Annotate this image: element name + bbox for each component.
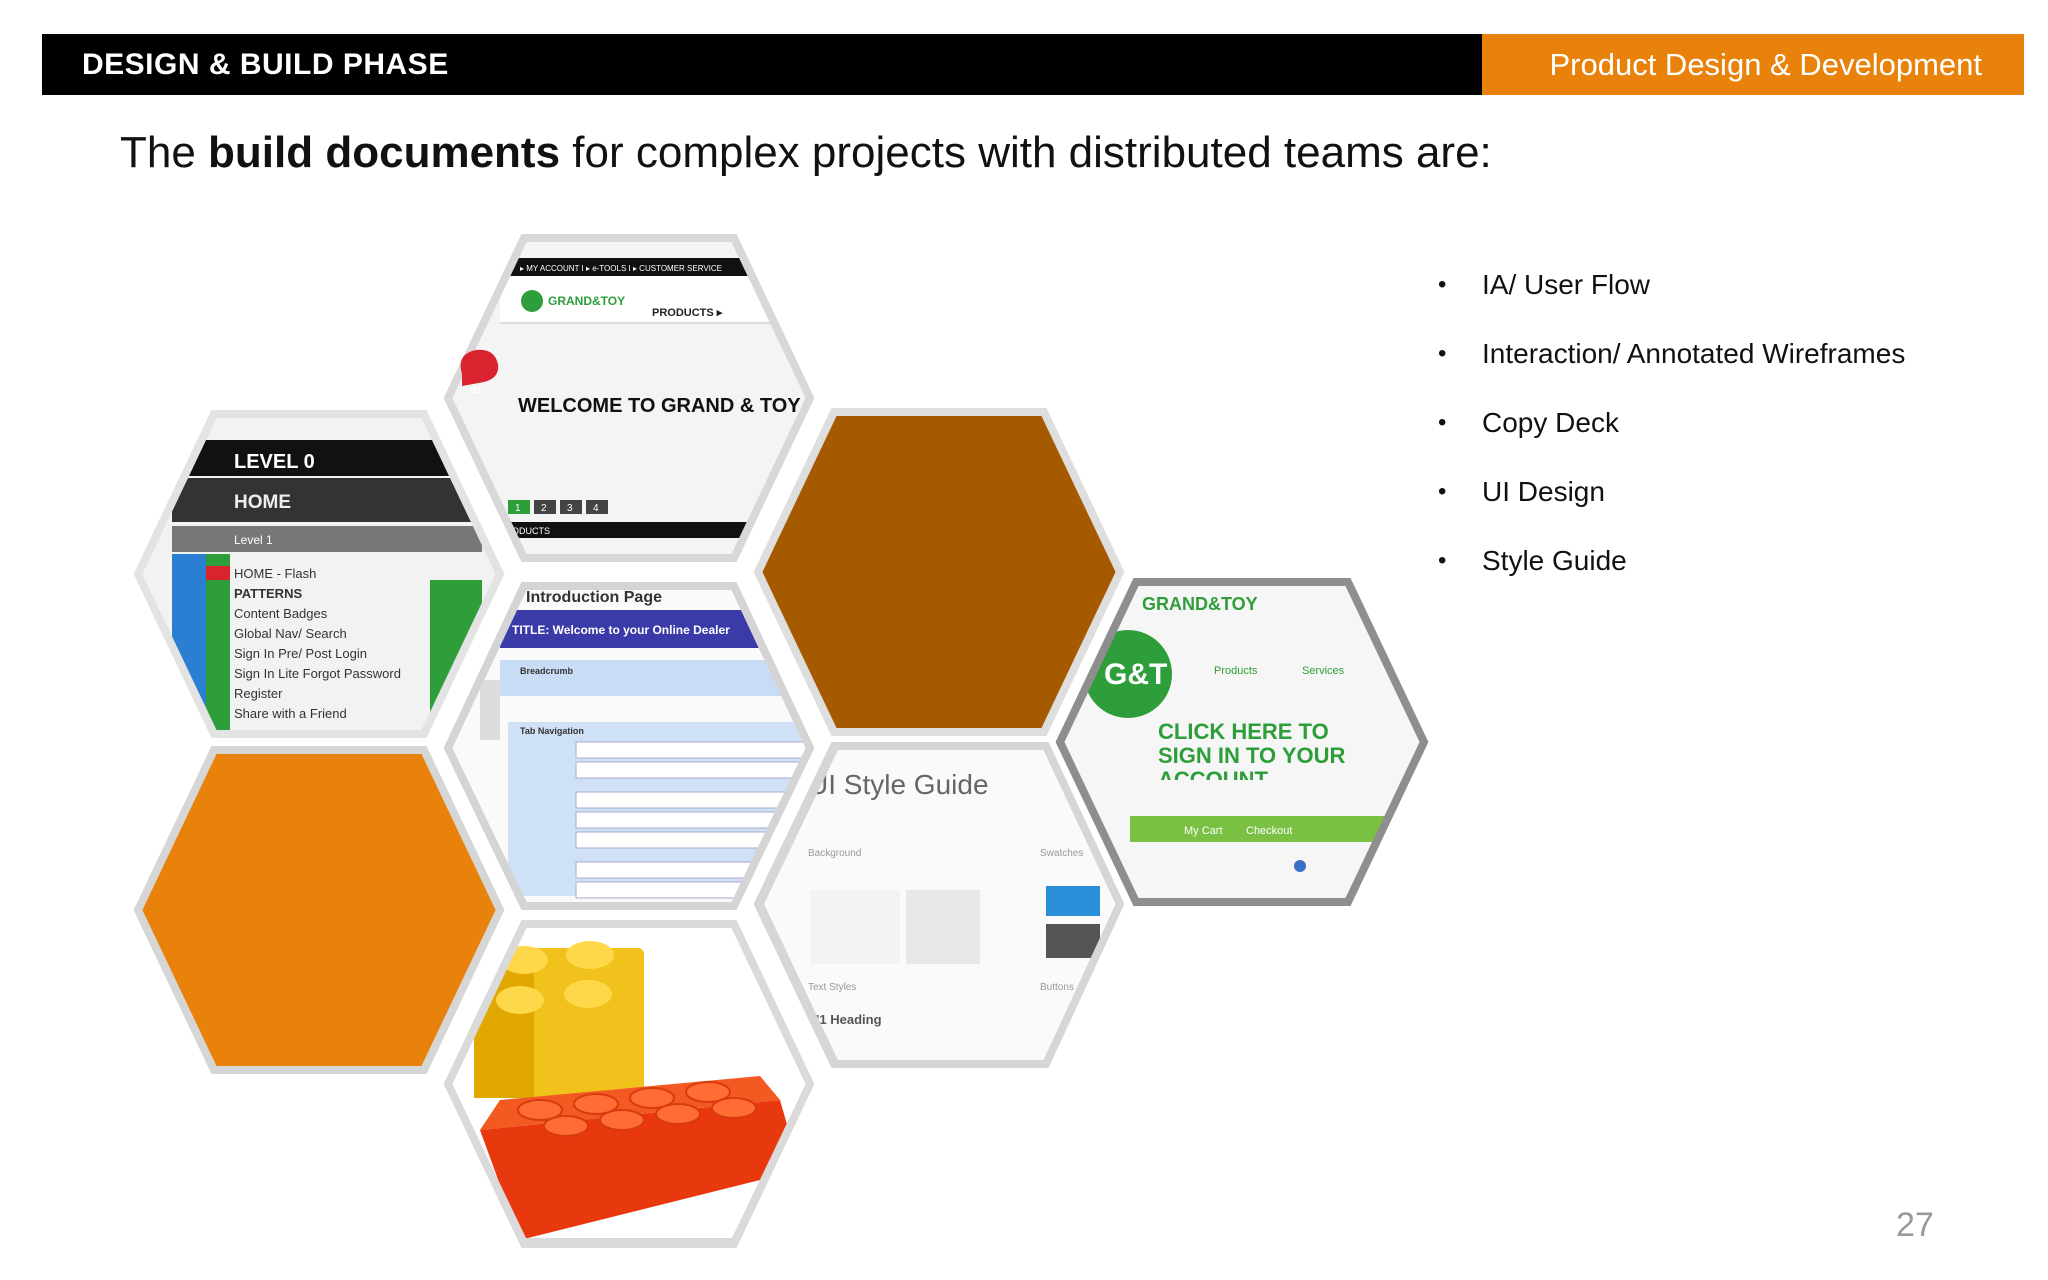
hex-ui-design: GRAND&TOY G&T Products Services CLICK HE… — [1055, 578, 1429, 906]
hex-lego-bricks — [443, 920, 815, 1248]
style-guide-background: Background — [808, 848, 861, 859]
deliverables-list: IA/ User Flow Interaction/ Annotated Wir… — [1438, 258, 1905, 603]
welcome-page-2: 2 — [541, 503, 547, 514]
style-guide-buttons: Buttons — [1040, 982, 1074, 993]
list-item: UI Design — [1438, 465, 1905, 534]
welcome-heading: WELCOME TO GRAND & TOY — [518, 395, 801, 417]
hex-grand-toy-welcome: ▸ MY ACCOUNT I ▸ e-TOOLS I ▸ CUSTOMER SE… — [443, 234, 815, 562]
ui-logo: GRAND&TOY — [1142, 594, 1258, 614]
annotation-marker-icon — [460, 349, 499, 386]
header-bar: DESIGN & BUILD PHASE — [42, 34, 1482, 95]
section-label-bar: Product Design & Development — [1482, 34, 2024, 95]
welcome-page-4: 4 — [593, 503, 599, 514]
ia-row-4: Sign In Pre/ Post Login — [234, 646, 367, 661]
wireframe-section-2: Tab Navigation — [520, 726, 584, 736]
ia-level: LEVEL 0 — [234, 451, 315, 473]
welcome-logo: GRAND&TOY — [548, 294, 625, 308]
hex-ia-user-flow: LEVEL 0 HOME Level 1 HOME - Flash PATTER… — [133, 410, 505, 738]
ia-row-7: Share with a Friend — [234, 706, 347, 721]
ui-emblem: G&T — [1104, 658, 1167, 691]
phase-label: DESIGN & BUILD PHASE — [82, 48, 449, 81]
ui-cart: My Cart — [1184, 825, 1223, 837]
ia-home: HOME — [234, 492, 291, 513]
ui-search-icon — [1294, 860, 1306, 872]
hex-annotated-wireframe: Introduction Page TITLE: Welcome to your… — [443, 582, 815, 910]
ia-row-1: PATTERNS — [234, 586, 302, 601]
headline-bold: build documents — [208, 128, 561, 177]
hex-style-guide: UI Style Guide Background Swatches Text … — [753, 742, 1125, 1068]
ia-row-5: Sign In Lite Forgot Password — [234, 666, 401, 681]
headline-prefix: The — [120, 128, 209, 177]
style-guide-heading: H1 Heading — [810, 1012, 882, 1027]
ui-checkout: Checkout — [1246, 825, 1292, 837]
ia-row-6: Register — [234, 686, 283, 701]
section-label: Product Design & Development — [1549, 47, 1982, 82]
headline-suffix: for complex projects with distributed te… — [560, 128, 1492, 177]
wireframe-title: Introduction Page — [526, 589, 662, 606]
welcome-top-nav: ▸ MY ACCOUNT I ▸ e-TOOLS I ▸ CUSTOMER SE… — [520, 264, 722, 273]
grand-toy-logo-icon — [521, 290, 543, 312]
ia-row-2: Content Badges — [234, 606, 328, 621]
list-item: IA/ User Flow — [1438, 258, 1905, 327]
wireframe-section-1: Breadcrumb — [520, 666, 574, 676]
ui-cta: CLICK HERE TO SIGN IN TO YOUR ACCOUNT — [1158, 720, 1346, 780]
list-item: Style Guide — [1438, 534, 1905, 603]
ui-tab-products: Products — [1214, 665, 1258, 677]
page-number: 27 — [1896, 1206, 1934, 1244]
welcome-footer: ODUCTS — [512, 526, 550, 536]
style-guide-text-styles: Text Styles — [808, 982, 856, 993]
hex-dark-orange — [753, 408, 1125, 736]
list-item: Copy Deck — [1438, 396, 1905, 465]
welcome-products: PRODUCTS ▸ — [652, 307, 723, 319]
ia-row-0: HOME - Flash — [234, 566, 316, 581]
welcome-page-3: 3 — [567, 503, 573, 514]
hex-bright-orange — [133, 746, 505, 1074]
welcome-page-1: 1 — [515, 503, 521, 514]
wireframe-bar: TITLE: Welcome to your Online Dealer — [512, 623, 730, 637]
headline: The build documents for complex projects… — [120, 128, 1492, 178]
welcome-badge: B1 — [470, 385, 482, 395]
style-guide-title: UI Style Guide — [808, 769, 989, 800]
list-item: Interaction/ Annotated Wireframes — [1438, 327, 1905, 396]
ui-tab-services: Services — [1302, 665, 1345, 677]
ia-sub: Level 1 — [234, 533, 273, 547]
ia-row-3: Global Nav/ Search — [234, 626, 347, 641]
style-guide-swatches: Swatches — [1040, 848, 1083, 859]
